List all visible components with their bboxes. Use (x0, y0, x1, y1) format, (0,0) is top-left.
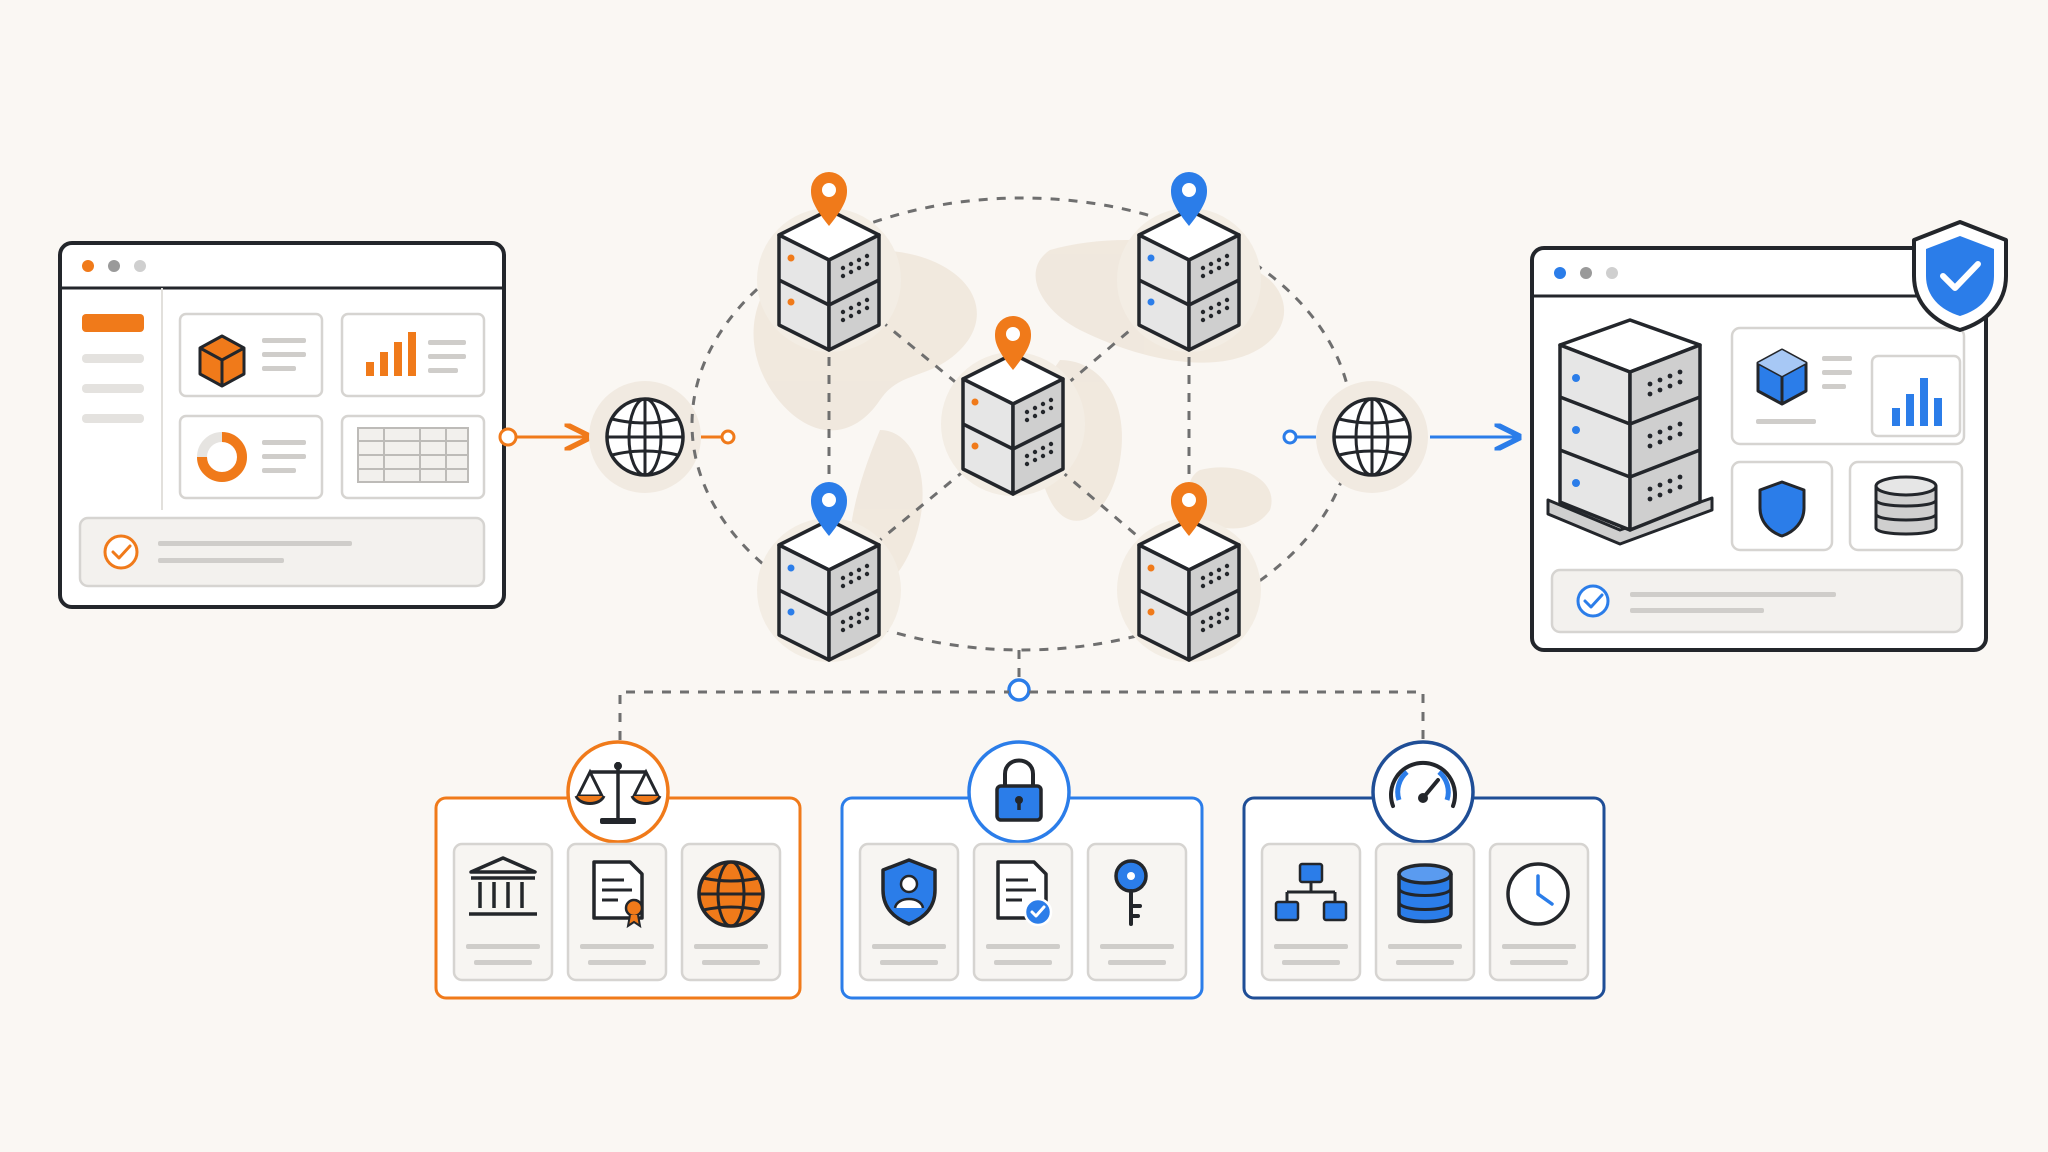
server-icon (961, 352, 1065, 496)
hierarchy-icon (1274, 862, 1348, 922)
shield-icon (1758, 480, 1806, 538)
table-icon (357, 427, 469, 483)
window-control-close[interactable] (82, 260, 94, 272)
server-node-top-left[interactable] (757, 172, 901, 352)
check-circle-icon (1576, 584, 1610, 618)
policy-connector (618, 650, 1425, 740)
clock-icon (1506, 862, 1570, 926)
server-node-bottom-left[interactable] (757, 482, 901, 662)
sidebar (82, 288, 163, 510)
server-icon (777, 518, 881, 662)
verified-document-icon (996, 860, 1053, 927)
speedometer-icon (1371, 740, 1475, 844)
card-shield[interactable] (1730, 460, 1834, 552)
donut-chart-icon (197, 432, 247, 482)
window-control-maximize[interactable] (134, 260, 146, 272)
certificate-icon (592, 860, 644, 929)
sidebar-item[interactable] (82, 414, 144, 423)
server-rack-icon (1546, 318, 1714, 546)
database-icon (1874, 475, 1938, 536)
security-group (840, 740, 1204, 1000)
card-bar-chart[interactable] (340, 312, 486, 398)
card-verified-document[interactable] (972, 842, 1074, 982)
status-bar (1550, 568, 1964, 634)
card-cube[interactable] (178, 312, 324, 398)
ingress-globe (589, 381, 736, 493)
egress-globe (1282, 381, 1428, 493)
card-table[interactable] (340, 414, 486, 500)
card-database[interactable] (1374, 842, 1476, 982)
card-cube[interactable] (1730, 326, 1966, 446)
window-control-minimize[interactable] (108, 260, 120, 272)
sidebar-item-active[interactable] (82, 314, 144, 332)
cube-icon (1756, 348, 1808, 406)
window-control-maximize[interactable] (1606, 267, 1618, 279)
card-clock[interactable] (1488, 842, 1590, 982)
card-key[interactable] (1086, 842, 1188, 982)
database-icon (1397, 863, 1453, 924)
card-bank[interactable] (452, 842, 554, 982)
check-circle-icon (103, 534, 139, 570)
window-control-close[interactable] (1554, 267, 1566, 279)
compliance-group (434, 740, 802, 1000)
bank-icon (469, 856, 537, 916)
key-icon (1114, 859, 1148, 926)
bar-chart-icon (366, 332, 416, 376)
sidebar-item[interactable] (82, 384, 144, 393)
card-donut-chart[interactable] (178, 414, 324, 500)
lock-icon (967, 740, 1071, 844)
window-control-minimize[interactable] (1580, 267, 1592, 279)
card-certificate[interactable] (566, 842, 668, 982)
server-icon (1137, 518, 1241, 662)
destination-app-window (1530, 220, 2008, 652)
bar-chart-icon (1892, 378, 1942, 426)
performance-group (1242, 740, 1606, 1000)
status-bar (78, 516, 486, 588)
globe-icon (697, 860, 765, 928)
server-icon (1137, 208, 1241, 352)
shield-check-icon (1912, 220, 2008, 332)
card-globe[interactable] (680, 842, 782, 982)
user-shield-icon (881, 858, 937, 926)
sidebar-item[interactable] (82, 354, 144, 363)
card-database[interactable] (1848, 460, 1964, 552)
cube-icon (198, 334, 246, 388)
source-app-window (58, 241, 506, 609)
globe-icon (1332, 397, 1412, 477)
scales-icon (566, 740, 670, 844)
server-node-top-right[interactable] (1117, 172, 1261, 352)
server-icon (777, 208, 881, 352)
card-user-shield[interactable] (858, 842, 960, 982)
ingress-connector (498, 429, 586, 445)
server-node-center[interactable] (941, 316, 1085, 496)
server-node-bottom-right[interactable] (1117, 482, 1261, 662)
card-hierarchy[interactable] (1260, 842, 1362, 982)
globe-icon (605, 397, 685, 477)
